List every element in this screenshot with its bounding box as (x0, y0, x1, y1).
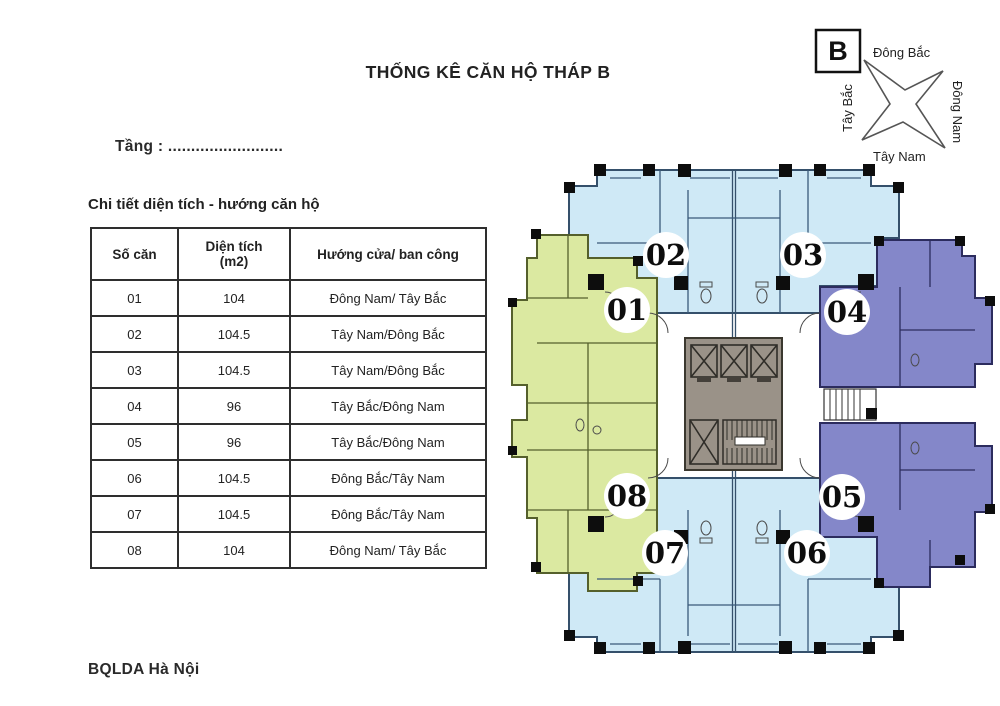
cell-area: 96 (177, 387, 291, 425)
cell-unit-number: 04 (90, 387, 179, 425)
bathroom-fixtures (575, 281, 920, 544)
cell-unit-number: 07 (90, 495, 179, 533)
svg-text:07: 07 (645, 536, 685, 570)
cell-unit-number: 03 (90, 351, 179, 389)
cell-direction: Đông Nam/ Tây Bắc (289, 279, 487, 317)
compass-label-nw: Tây Bắc (840, 84, 855, 132)
green-interior-walls (527, 235, 657, 573)
svg-text:04: 04 (827, 295, 867, 329)
table-row: 01 104 Đông Nam/ Tây Bắc (90, 279, 487, 317)
page-title: THỐNG KÊ CĂN HỘ THÁP B (365, 62, 611, 82)
cell-area: 104 (177, 531, 291, 569)
cell-unit-number: 05 (90, 423, 179, 461)
table-header-row: Số căn Diện tích (m2) Hướng cửa/ ban côn… (90, 227, 487, 281)
core-staircase (722, 419, 777, 465)
structural-columns (508, 164, 995, 654)
cell-unit-number: 02 (90, 315, 179, 353)
side-staircase (823, 388, 877, 421)
cell-area: 104.5 (177, 351, 291, 389)
table-row: 04 96 Tây Bắc/Đông Nam (90, 387, 487, 425)
col-header-direction: Hướng cửa/ ban công (289, 227, 487, 281)
purple-interior-walls (899, 240, 975, 567)
unit-badge-04: 04 (824, 289, 870, 335)
unit-badge-05: 05 (819, 474, 865, 520)
compass-rose: B Đông Bắc Tây Bắc Đông Nam Tây Nam (814, 28, 965, 164)
cell-area: 104.5 (177, 495, 291, 533)
unit-badge-07: 07 (642, 530, 688, 576)
cell-direction: Đông Nam/ Tây Bắc (289, 531, 487, 569)
unit-05-area (819, 422, 993, 588)
svg-text:06: 06 (787, 536, 827, 570)
col-header-area-line2: (m2) (219, 254, 249, 269)
table-row: 02 104.5 Tây Nam/Đông Bắc (90, 315, 487, 353)
elevator-shafts (690, 344, 778, 378)
cell-direction: Tây Bắc/Đông Nam (289, 423, 487, 461)
apartment-stats-table: Số căn Diện tích (m2) Hướng cửa/ ban côn… (90, 227, 487, 569)
unit-badge-08: 08 (604, 473, 650, 519)
tower-b-box (814, 28, 862, 74)
svg-text:02: 02 (646, 238, 686, 272)
unit-01-08-area (511, 234, 658, 592)
cell-area: 96 (177, 423, 291, 461)
col-header-area: Diện tích (m2) (177, 227, 291, 281)
compass-star-icon (861, 59, 946, 149)
party-wall (731, 170, 737, 652)
floor-plan: 01 02 03 04 05 06 (508, 164, 995, 654)
cell-unit-number: 01 (90, 279, 179, 317)
table-row: 07 104.5 Đông Bắc/Tây Nam (90, 495, 487, 533)
elevator-core (684, 337, 783, 471)
cell-direction: Tây Bắc/Đông Nam (289, 387, 487, 425)
floor-number-line: Tầng : ......................... (115, 138, 284, 155)
col-header-unit: Số căn (90, 227, 179, 281)
svg-text:08: 08 (607, 479, 647, 513)
cell-direction: Tây Nam/Đông Bắc (289, 351, 487, 389)
table-row: 06 104.5 Đông Bắc/Tây Nam (90, 459, 487, 497)
footer-signature: BQLDA Hà Nội (88, 661, 200, 678)
table-row: 03 104.5 Tây Nam/Đông Bắc (90, 351, 487, 389)
compass-label-se: Đông Nam (950, 81, 965, 143)
cell-unit-number: 06 (90, 459, 179, 497)
svg-text:03: 03 (783, 238, 823, 272)
compass-label-ne: Đông Bắc (873, 45, 931, 60)
unit-badge-02: 02 (643, 232, 689, 278)
cell-area: 104.5 (177, 459, 291, 497)
elevator-doors (697, 378, 771, 382)
cell-direction: Tây Nam/Đông Bắc (289, 315, 487, 353)
col-header-area-line1: Diện tích (205, 239, 263, 254)
unit-04-area (819, 239, 993, 388)
svg-text:01: 01 (607, 293, 647, 327)
service-elevator (689, 419, 719, 465)
unit-badge-01: 01 (604, 287, 650, 333)
table-row: 08 104 Đông Nam/ Tây Bắc (90, 531, 487, 569)
svg-text:05: 05 (822, 480, 862, 514)
table-caption: Chi tiết diện tích - hướng căn hộ (88, 196, 320, 213)
cell-direction: Đông Bắc/Tây Nam (289, 459, 487, 497)
table-row: 05 96 Tây Bắc/Đông Nam (90, 423, 487, 461)
cell-direction: Đông Bắc/Tây Nam (289, 495, 487, 533)
tower-b-letter: B (828, 36, 848, 66)
unit-badge-06: 06 (784, 530, 830, 576)
unit-badges: 01 02 03 04 05 06 (604, 232, 870, 576)
compass-label-sw: Tây Nam (873, 149, 926, 164)
cell-unit-number: 08 (90, 531, 179, 569)
unit-badge-03: 03 (780, 232, 826, 278)
cell-area: 104 (177, 279, 291, 317)
cell-area: 104.5 (177, 315, 291, 353)
